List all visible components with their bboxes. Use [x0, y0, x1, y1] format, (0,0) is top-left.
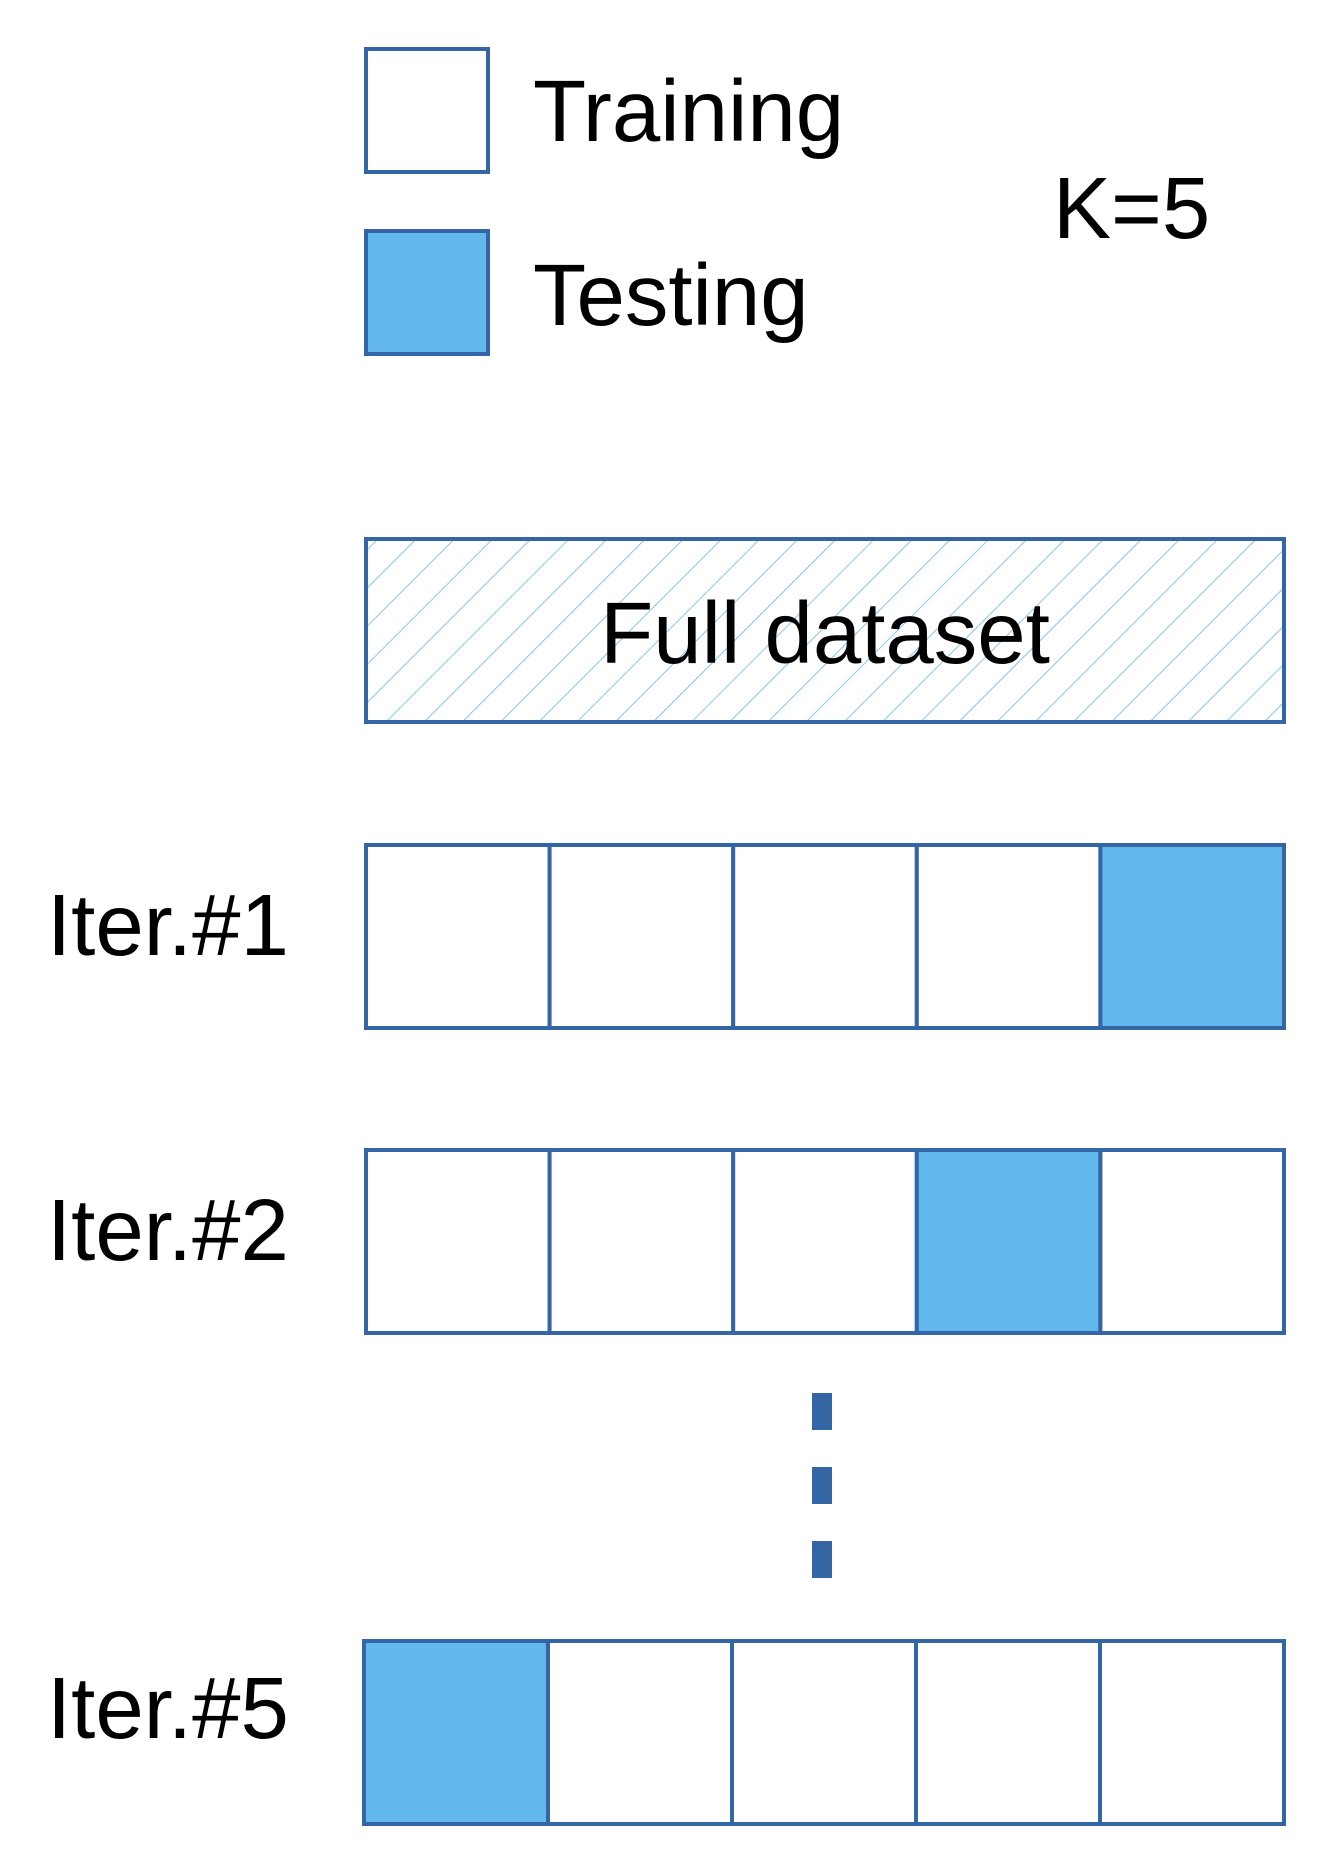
- fold-cell-training: [730, 1639, 918, 1826]
- fold-cell-training: [364, 843, 552, 1030]
- legend-testing-swatch: [364, 229, 490, 356]
- legend-testing-label: Testing: [533, 247, 809, 344]
- k-label: K=5: [1053, 160, 1210, 257]
- fold-cell-training: [1098, 1639, 1286, 1826]
- ellipsis-dot: [812, 1467, 832, 1504]
- full-dataset-label: Full dataset: [600, 585, 1050, 682]
- fold-cell-training: [547, 1148, 736, 1335]
- ellipsis-dot: [812, 1541, 832, 1578]
- iteration-row-2: Iter.#2: [47, 1148, 1287, 1335]
- full-dataset-bar: Full dataset: [364, 537, 1286, 724]
- fold-cell-testing: [914, 1148, 1103, 1335]
- ellipsis-dot: [812, 1393, 832, 1430]
- fold-cell-training: [731, 843, 919, 1030]
- fold-cell-training: [914, 1639, 1102, 1826]
- iteration-label: Iter.#1: [47, 877, 289, 974]
- fold-cell-training: [364, 1148, 552, 1335]
- iteration-row-5: Iter.#5: [47, 1639, 1286, 1826]
- legend: Training Testing: [364, 47, 844, 356]
- iteration-label: Iter.#2: [47, 1182, 289, 1279]
- fold-cell-testing: [362, 1639, 550, 1826]
- full-dataset-box: [364, 537, 1286, 724]
- fold-cell-training: [546, 1639, 734, 1826]
- fold-cell-training: [1098, 1148, 1287, 1335]
- fold-cell-training: [914, 843, 1103, 1030]
- iteration-label: Iter.#5: [47, 1660, 289, 1757]
- fold-cell-testing: [1098, 843, 1287, 1030]
- legend-training-label: Training: [533, 63, 844, 160]
- legend-training-swatch: [364, 47, 490, 174]
- fold-cell-training: [547, 843, 736, 1030]
- iteration-row-1: Iter.#1: [47, 843, 1287, 1030]
- fold-cell-training: [731, 1148, 919, 1335]
- ellipsis-dots: [812, 1393, 832, 1578]
